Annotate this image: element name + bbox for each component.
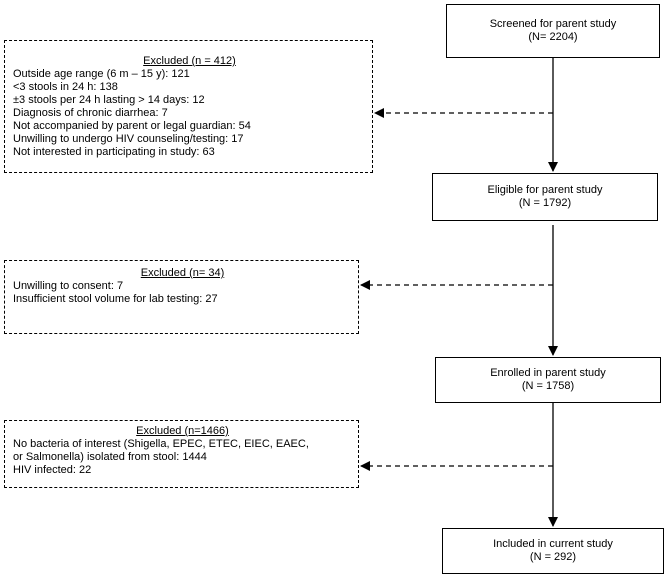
exclusion-3-line: No bacteria of interest (Shigella, EPEC,… (13, 438, 309, 450)
exclusion-box-3: Excluded (n=1466) No bacteria of interes… (4, 420, 359, 488)
box-screened-count: (N= 2204) (528, 31, 578, 43)
exclusion-2-line: Unwilling to consent: 7 (13, 280, 124, 292)
exclusion-box-1: Excluded (n = 412) Outside age range (6 … (4, 40, 373, 173)
box-screened-title: Screened for parent study (489, 18, 617, 30)
box-eligible-count: (N = 1792) (518, 197, 572, 209)
box-included-count: (N = 292) (529, 551, 577, 563)
exclusion-1-line: Outside age range (6 m – 15 y): 121 (13, 68, 190, 80)
box-enrolled-title: Enrolled in parent study (490, 367, 606, 379)
exclusion-2-line: Insufficient stool volume for lab testin… (13, 293, 218, 305)
exclusion-box-2: Excluded (n= 34) Unwilling to consent: 7… (4, 260, 359, 334)
exclusion-1-line: Not interested in participating in study… (13, 146, 215, 158)
exclusion-1-line: <3 stools in 24 h: 138 (13, 81, 118, 93)
box-eligible: Eligible for parent study (N = 1792) (432, 173, 658, 221)
box-included-title: Included in current study (493, 538, 613, 550)
exclusion-1-line: Unwilling to undergo HIV counseling/test… (13, 133, 244, 145)
box-screened: Screened for parent study (N= 2204) (446, 4, 660, 58)
exclusion-3-line: or Salmonella) isolated from stool: 1444 (13, 451, 207, 463)
exclusion-3-heading: Excluded (n=1466) (136, 425, 229, 437)
exclusion-1-line: Diagnosis of chronic diarrhea: 7 (13, 107, 168, 119)
box-included: Included in current study (N = 292) (442, 528, 664, 574)
box-eligible-title: Eligible for parent study (487, 184, 603, 196)
box-enrolled: Enrolled in parent study (N = 1758) (435, 357, 661, 403)
exclusion-1-line: ±3 stools per 24 h lasting > 14 days: 12 (13, 94, 205, 106)
exclusion-2-heading: Excluded (n= 34) (140, 267, 225, 279)
exclusion-3-line: HIV infected: 22 (13, 464, 92, 476)
exclusion-1-heading: Excluded (n = 412) (143, 55, 236, 67)
exclusion-1-line: Not accompanied by parent or legal guard… (13, 120, 251, 132)
box-enrolled-count: (N = 1758) (521, 380, 575, 392)
